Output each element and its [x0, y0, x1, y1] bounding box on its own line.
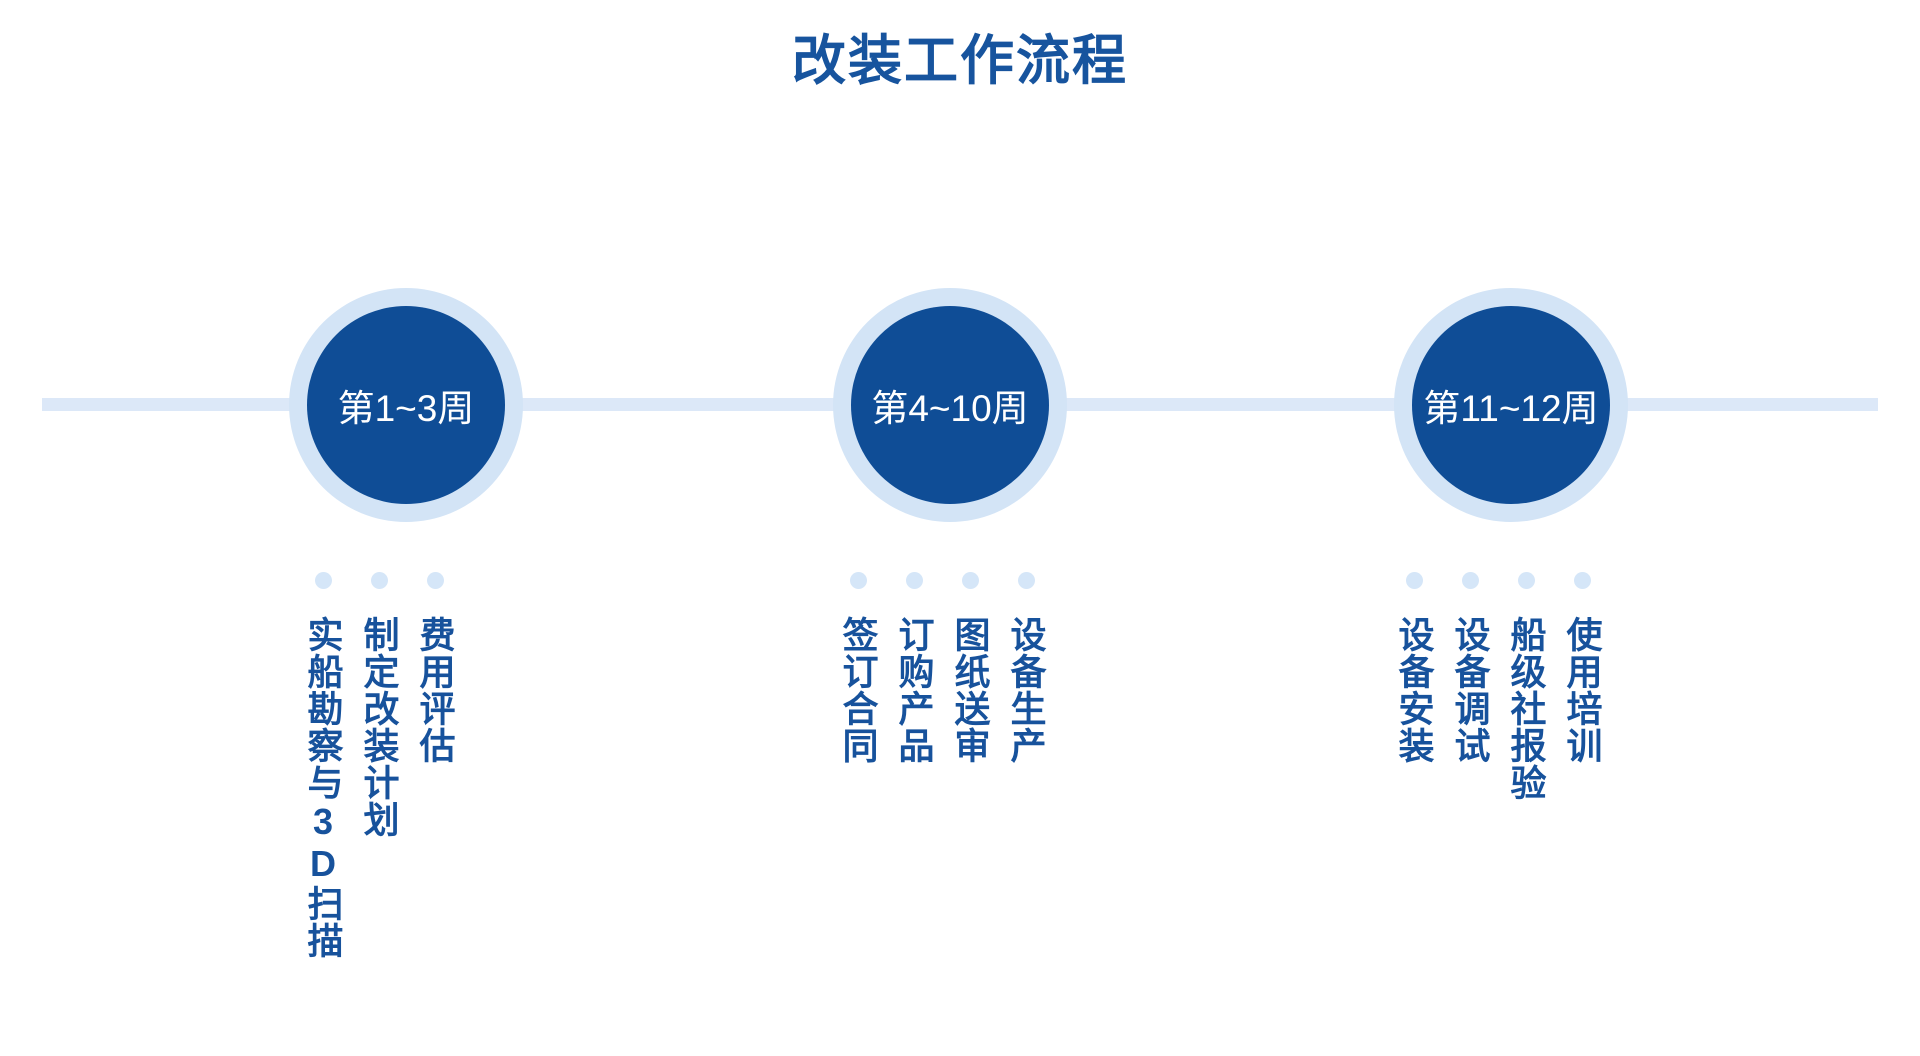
stage-disc-2: 第4~10周: [851, 306, 1049, 504]
task-group-3: 使用培训 船级社报验 设备调试 设备安装: [1386, 572, 1610, 801]
stage-node-1[interactable]: 第1~3周: [289, 288, 523, 522]
task-label: 图纸送审: [949, 616, 991, 764]
task-item[interactable]: 船级社报验: [1498, 572, 1554, 801]
task-item[interactable]: 图纸送审: [942, 572, 998, 764]
task-label: 设备生产: [1005, 616, 1047, 764]
stage-node-3[interactable]: 第11~12周: [1394, 288, 1628, 522]
task-group-2: 设备生产 图纸送审 订购产品 签订合同: [830, 572, 1054, 764]
task-group-1: 费用评估 制定改装计划 实船勘察与3D扫描: [295, 572, 463, 959]
stage-node-2[interactable]: 第4~10周: [833, 288, 1067, 522]
stage-disc-3: 第11~12周: [1412, 306, 1610, 504]
bullet-dot-icon: [426, 572, 444, 589]
task-label: 签订合同: [837, 616, 879, 764]
task-label: 订购产品: [893, 616, 935, 764]
bullet-dot-icon: [905, 572, 923, 589]
task-item[interactable]: 设备生产: [998, 572, 1054, 764]
bullet-dot-icon: [314, 572, 332, 589]
stage-label-3: 第11~12周: [1423, 388, 1599, 429]
task-item[interactable]: 使用培训: [1554, 572, 1610, 764]
task-item[interactable]: 签订合同: [830, 572, 886, 764]
task-item[interactable]: 费用评估: [407, 572, 463, 764]
bullet-dot-icon: [849, 572, 867, 589]
stage-label-1: 第1~3周: [337, 388, 475, 429]
task-label: 费用评估: [414, 616, 456, 764]
bullet-dot-icon: [1573, 572, 1591, 589]
task-item[interactable]: 设备安装: [1386, 572, 1442, 764]
page-title: 改装工作流程: [792, 31, 1128, 91]
stage-disc-1: 第1~3周: [307, 306, 505, 504]
bullet-dot-icon: [1517, 572, 1535, 589]
task-label: 使用培训: [1561, 616, 1603, 764]
task-label: 设备安装: [1393, 616, 1435, 764]
task-item[interactable]: 实船勘察与3D扫描: [295, 572, 351, 959]
task-item[interactable]: 制定改装计划: [351, 572, 407, 838]
bullet-dot-icon: [370, 572, 388, 589]
bullet-dot-icon: [1405, 572, 1423, 589]
bullet-dot-icon: [1017, 572, 1035, 589]
task-label: 制定改装计划: [358, 616, 400, 838]
bullet-dot-icon: [1461, 572, 1479, 589]
bullet-dot-icon: [961, 572, 979, 589]
task-item[interactable]: 设备调试: [1442, 572, 1498, 764]
task-item[interactable]: 订购产品: [886, 572, 942, 764]
task-label: 实船勘察与3D扫描: [302, 616, 344, 959]
task-label: 设备调试: [1449, 616, 1491, 764]
stage-label-2: 第4~10周: [871, 388, 1029, 429]
task-label: 船级社报验: [1505, 616, 1547, 801]
